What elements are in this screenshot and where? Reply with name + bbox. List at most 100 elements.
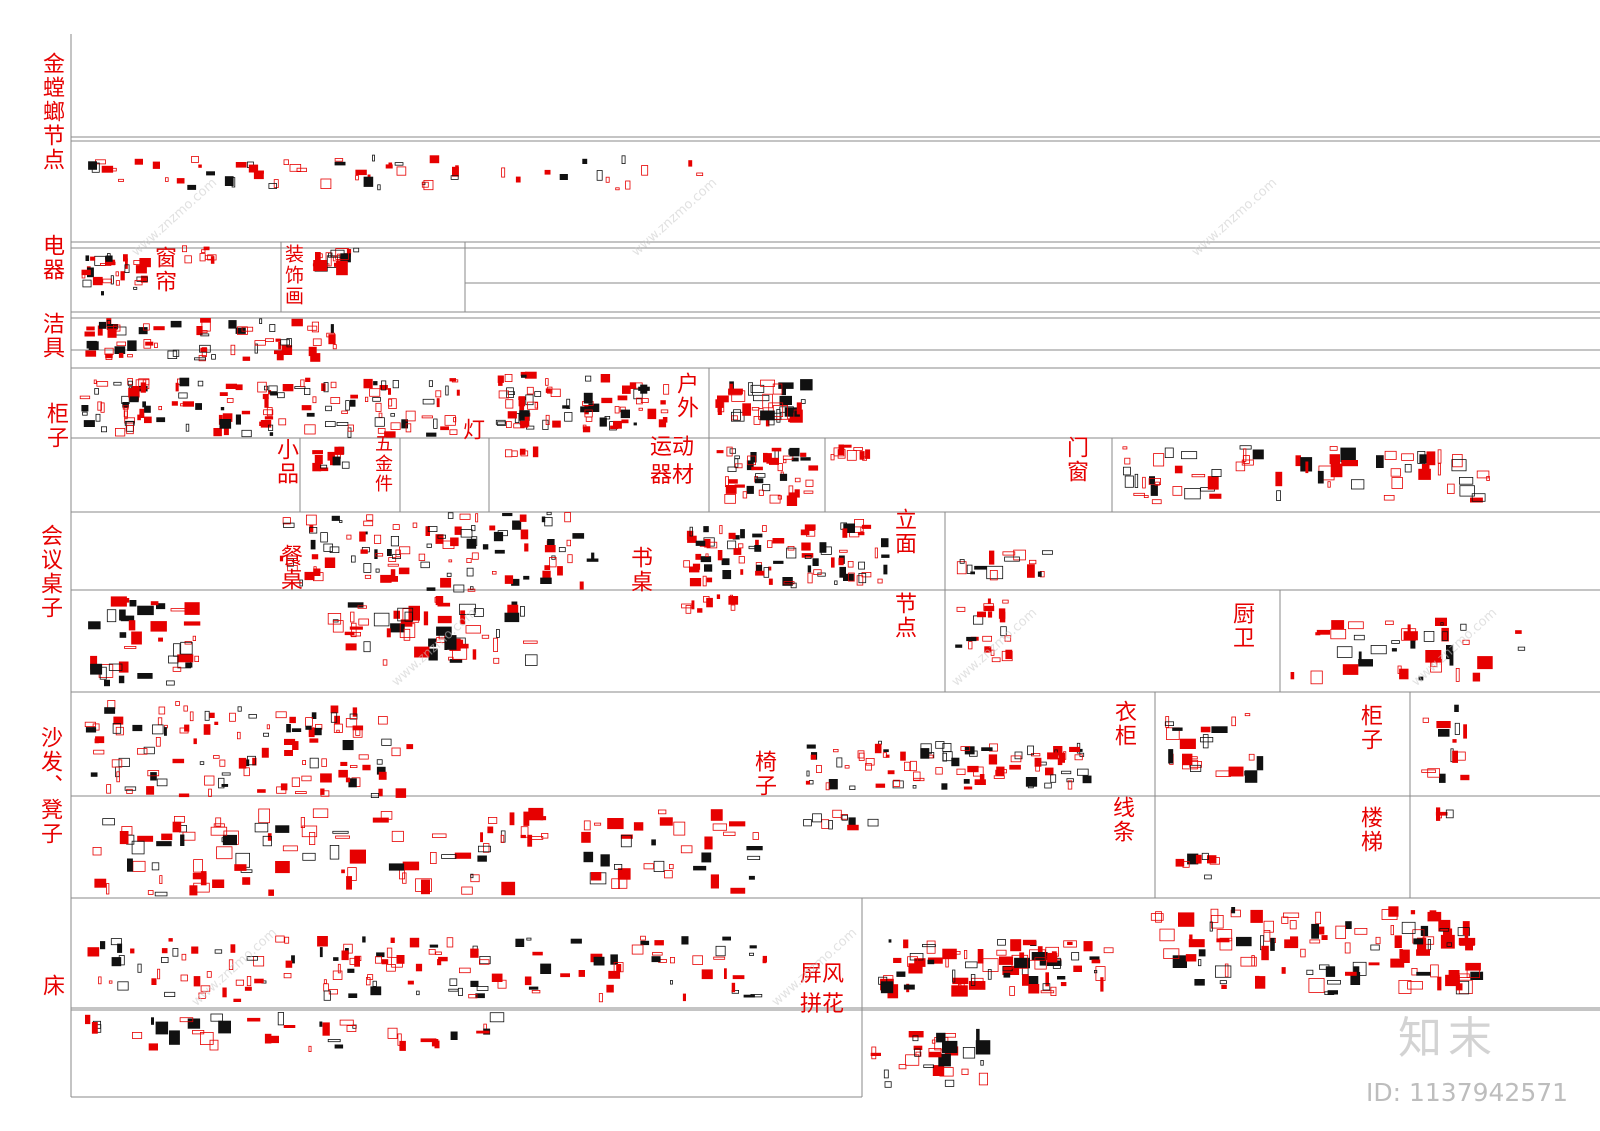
cad-block — [133, 286, 138, 290]
cad-block — [1459, 485, 1475, 497]
cad-block — [387, 563, 399, 567]
cad-block — [1154, 481, 1160, 486]
cad-block — [898, 1064, 907, 1070]
cad-block — [334, 715, 341, 724]
cad-block — [113, 324, 121, 332]
cad-block — [1398, 980, 1412, 994]
cad-block — [184, 641, 192, 645]
cad-block — [856, 575, 864, 586]
cad-block — [968, 641, 973, 650]
cad-block — [341, 410, 348, 414]
label-limian: 立面 — [891, 508, 916, 556]
cad-block — [349, 957, 360, 965]
cad-block — [523, 640, 538, 644]
cad-block — [118, 178, 124, 182]
cad-block — [1368, 962, 1380, 966]
cad-block — [854, 519, 864, 528]
cad-block — [200, 333, 210, 337]
cad-block — [1410, 910, 1416, 915]
cad-block — [1300, 948, 1306, 958]
cad-block — [127, 340, 137, 351]
cad-block — [372, 817, 389, 823]
cad-block — [681, 603, 693, 609]
cad-block — [752, 832, 759, 840]
cad-block — [312, 338, 322, 346]
cad-block — [997, 939, 1006, 946]
cad-block — [733, 409, 741, 421]
cad-block — [362, 764, 371, 771]
cad-block — [808, 526, 814, 532]
cad-block — [339, 520, 343, 523]
cad-block — [1289, 920, 1297, 930]
cad-block — [681, 936, 689, 945]
cad-block — [118, 757, 130, 767]
cad-block — [506, 387, 514, 398]
cad-block — [115, 280, 120, 286]
cad-block — [178, 793, 190, 798]
cad-block — [945, 955, 949, 968]
cad-block — [1172, 486, 1183, 496]
cad-block — [415, 878, 432, 892]
cad-block — [1327, 990, 1339, 995]
cad-block — [478, 959, 490, 965]
cad-block — [870, 1052, 881, 1056]
cad-block — [1209, 493, 1222, 499]
cad-block — [865, 763, 872, 771]
cad-block — [348, 993, 358, 998]
cad-block — [85, 1014, 91, 1025]
cad-block — [442, 540, 455, 549]
cad-block — [849, 532, 860, 538]
cad-block — [184, 602, 200, 615]
cad-block — [1440, 622, 1444, 626]
cad-block — [540, 577, 552, 584]
cad-block — [100, 263, 112, 266]
cad-block — [189, 885, 198, 896]
cad-block — [428, 949, 436, 955]
cad-block — [175, 382, 179, 392]
cad-block — [268, 183, 277, 189]
cad-block — [643, 863, 654, 870]
cad-block — [155, 1021, 169, 1035]
cad-block — [330, 705, 339, 714]
cad-block — [520, 450, 529, 457]
cad-block — [1397, 665, 1402, 674]
cad-block — [733, 548, 742, 555]
cad-block — [607, 818, 624, 830]
cad-block — [1317, 470, 1324, 484]
cad-block — [346, 876, 352, 890]
cad-block — [832, 809, 842, 818]
cad-block — [1290, 672, 1295, 680]
cad-block — [135, 265, 147, 274]
cad-block — [104, 707, 116, 714]
cad-block — [388, 863, 405, 871]
cad-block — [952, 969, 956, 983]
cad-block — [1200, 737, 1214, 743]
cad-block — [159, 875, 163, 884]
cad-block — [848, 572, 855, 582]
cad-block — [974, 565, 987, 570]
cad-block — [317, 936, 328, 947]
cad-block — [905, 1054, 920, 1066]
label-wujin: 五金件 — [372, 434, 393, 494]
cad-block — [1435, 617, 1448, 626]
cad-block — [264, 416, 274, 420]
cad-block — [1388, 906, 1399, 917]
cad-block — [1224, 963, 1229, 978]
cad-block — [965, 961, 978, 969]
cad-block — [1044, 782, 1052, 789]
cad-block — [345, 718, 358, 728]
cad-block — [264, 1033, 272, 1044]
cad-block — [283, 522, 295, 528]
cad-block — [329, 845, 340, 860]
cad-block — [1329, 446, 1338, 451]
cad-block — [1011, 954, 1029, 969]
cad-block — [804, 524, 816, 530]
cad-block — [350, 555, 356, 563]
cad-block — [534, 391, 542, 397]
cad-block — [1306, 969, 1314, 976]
cad-block — [391, 830, 404, 842]
cad-block — [505, 421, 512, 428]
cad-block — [984, 646, 992, 653]
cad-block — [405, 410, 416, 422]
cad-block — [184, 255, 192, 264]
